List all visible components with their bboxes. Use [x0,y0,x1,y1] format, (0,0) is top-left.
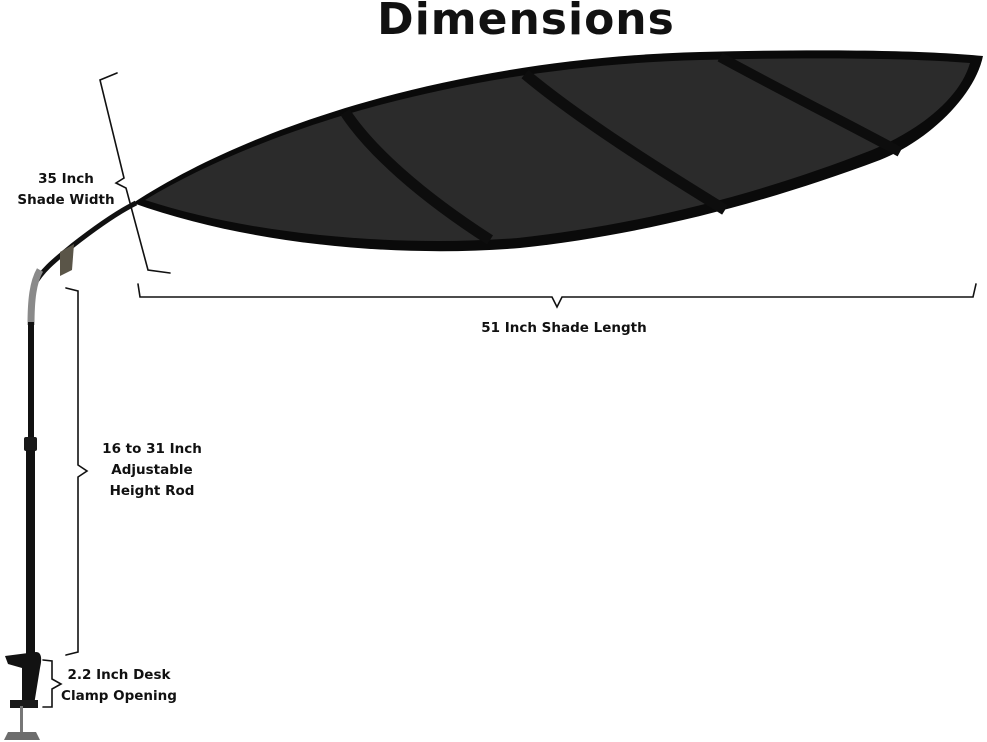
shade-fabric [145,58,970,241]
shade-length-label: 51 Inch Shade Length [481,320,647,336]
clamp-jaw [10,700,38,708]
clamp-opening-bracket [42,659,63,708]
shade-width-label-line-2: Shade Width [17,192,115,208]
rod-lower-section [26,450,35,660]
height-rod-label-line-1: 16 to 31 Inch [102,441,202,457]
clamp-knob [4,732,40,740]
rod-joint [60,244,74,276]
shade-length-bracket [137,283,977,309]
dimension-brackets [42,72,977,708]
height-rod-bracket [65,287,89,656]
shade-seam-1 [340,108,493,245]
rod-elbow [27,268,44,326]
rod-curved-arm [31,200,138,287]
shade-width-label: 35 Inch Shade Width [12,169,120,211]
height-rod-label: 16 to 31 Inch Adjustable Height Rod [92,439,212,502]
shade-width-label-line-1: 35 Inch [38,171,94,187]
height-rod-label-line-2: Adjustable [111,462,193,478]
shade-width-bracket [99,72,171,274]
rod-height-lock [24,437,37,451]
clamp-screw [20,706,23,734]
clamp-opening-label-line-2: Clamp Opening [61,688,177,704]
clamp-body [5,652,42,705]
adjustable-rod [24,200,138,660]
shade-seam-2 [521,69,728,215]
rod-upper-section [28,322,34,442]
shade-canopy [133,50,983,252]
clamp-opening-label: 2.2 Inch Desk Clamp Opening [56,665,182,707]
height-rod-label-line-3: Height Rod [109,483,195,499]
clamp-opening-label-line-1: 2.2 Inch Desk [67,667,171,683]
page-title: Dimensions [377,0,675,45]
desk-clamp [4,652,42,740]
shade-seam-3 [717,52,903,157]
